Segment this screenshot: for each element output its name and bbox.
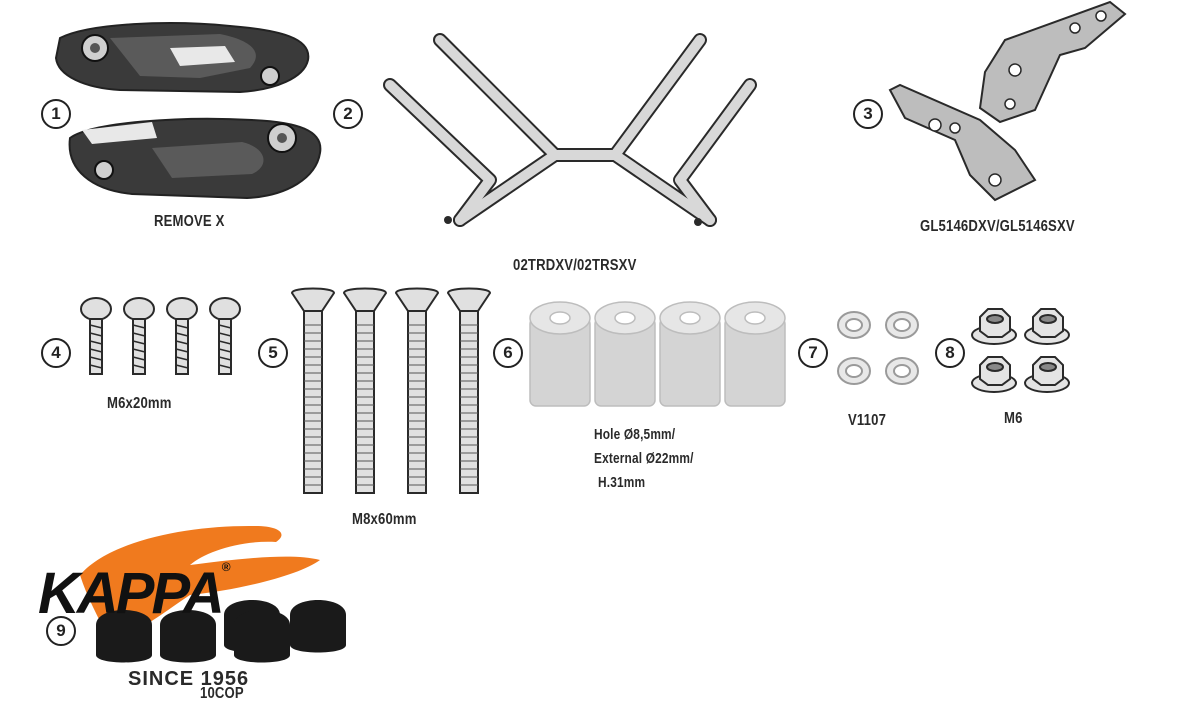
- item-label-6-line-3: H.31mm: [598, 475, 646, 491]
- part-4-screws: [80, 297, 241, 375]
- item-number-3: 3: [853, 99, 883, 129]
- item-label-6-line-1: Hole Ø8,5mm/: [594, 427, 676, 443]
- part-5-bolts: [290, 287, 492, 494]
- part-3-plates: [888, 0, 1127, 202]
- item-label-6-line-2: External Ø22mm/: [594, 451, 694, 467]
- kappa-logo-wordmark: KAPPA®: [38, 560, 231, 627]
- item-number-1: 1: [41, 99, 71, 129]
- item-number-6: 6: [493, 338, 523, 368]
- item-number-7: 7: [798, 338, 828, 368]
- item-label-5: M8x60mm: [352, 511, 417, 528]
- item-number-2: 2: [333, 99, 363, 129]
- item-label-7: V1107: [848, 412, 887, 429]
- kappa-brand-text: KAPPA: [38, 561, 225, 626]
- item-label-8: M6: [1004, 410, 1023, 427]
- part-2-x-frame: [383, 33, 757, 227]
- item-label-3: GL5146DXV/GL5146SXV: [920, 218, 1075, 235]
- item-label-9: 10COP: [200, 685, 244, 702]
- item-number-9: 9: [46, 616, 76, 646]
- item-label-4: M6x20mm: [107, 395, 172, 412]
- kappa-tagline: SINCE 1956: [128, 668, 250, 690]
- item-number-4: 4: [41, 338, 71, 368]
- part-9-caps: [96, 600, 346, 663]
- kappa-registered-mark: ®: [221, 560, 231, 574]
- part-7-bushings: [837, 311, 919, 385]
- part-1-cover-top: [54, 22, 310, 94]
- item-label-1: REMOVE X: [154, 213, 225, 230]
- part-6-spacers: [529, 301, 786, 407]
- item-label-2: 02TRDXV/02TRSXV: [513, 257, 637, 274]
- item-number-5: 5: [258, 338, 288, 368]
- item-number-8: 8: [935, 338, 965, 368]
- part-8-nuts: [971, 308, 1070, 393]
- part-1-cover-bottom: [68, 117, 322, 200]
